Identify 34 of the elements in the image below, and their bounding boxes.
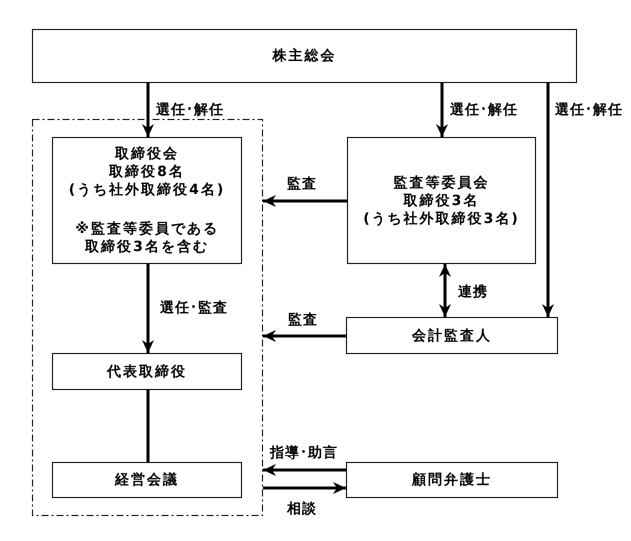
arrow bbox=[436, 83, 448, 137]
arrow bbox=[142, 83, 154, 137]
org-name: 取締役会 bbox=[115, 145, 179, 163]
member-count: 取締役8名 bbox=[109, 163, 185, 181]
member-count: 取締役3名 bbox=[404, 192, 480, 210]
note-text: ※監査等委員である取締役3名を含む bbox=[74, 220, 220, 256]
edge-label: 監査 bbox=[288, 311, 318, 329]
edge-label: 選任･監査 bbox=[160, 299, 228, 317]
edge-label: 選任･解任 bbox=[555, 101, 623, 119]
double-arrow bbox=[439, 264, 451, 317]
org-box: 経営会議 bbox=[52, 462, 242, 498]
outside-member-count: (うち社外取締役4名) bbox=[68, 181, 226, 199]
arrow bbox=[263, 482, 346, 494]
edge-label: 選任･解任 bbox=[450, 101, 518, 119]
org-box: 顧問弁護士 bbox=[346, 462, 558, 498]
arrow bbox=[263, 464, 346, 476]
connector-line bbox=[146, 390, 150, 462]
org-box: 株主総会 bbox=[32, 29, 577, 83]
arrow bbox=[542, 83, 554, 317]
edge-label: 選任･解任 bbox=[156, 101, 224, 119]
org-box bbox=[347, 137, 536, 264]
group-frame bbox=[32, 119, 263, 516]
org-box: 会計監査人 bbox=[346, 317, 558, 354]
arrow bbox=[263, 330, 346, 342]
org-box: 代表取締役 bbox=[52, 353, 242, 390]
arrow bbox=[142, 264, 154, 353]
outside-member-count: (うち社外取締役3名) bbox=[363, 210, 520, 228]
edge-label: 監査 bbox=[287, 175, 317, 193]
edge-label: 連携 bbox=[458, 283, 488, 301]
arrow bbox=[263, 195, 347, 207]
edge-label: 指導･助言 bbox=[270, 444, 338, 462]
edge-label: 相談 bbox=[287, 500, 317, 518]
org-name: 監査等委員会 bbox=[394, 174, 490, 192]
org-box bbox=[52, 137, 242, 264]
